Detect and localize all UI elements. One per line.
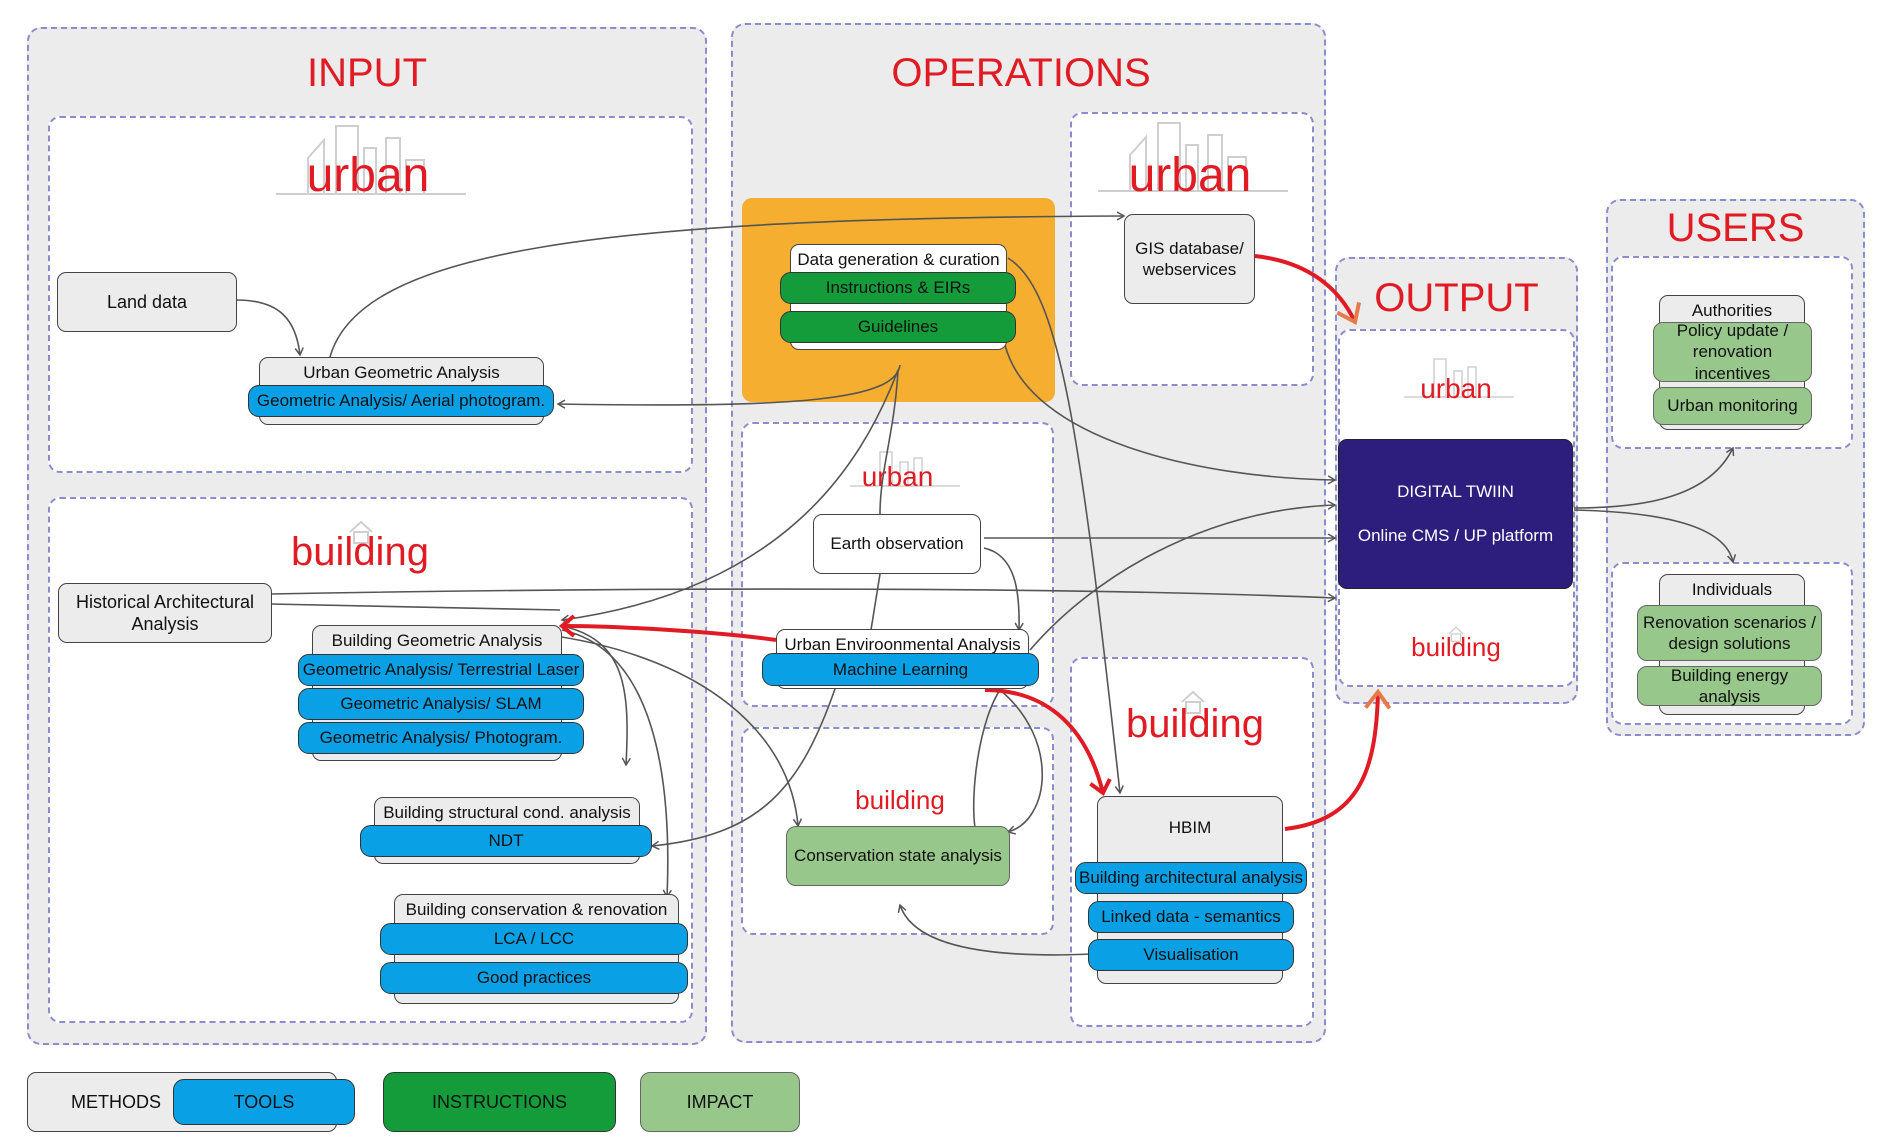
datagen-to-hbim	[1007, 257, 1124, 795]
datagen-to-twin	[1004, 344, 1337, 485]
earth-to-urban-env	[983, 547, 1024, 632]
energy-analysis-impact: Building energy analysis	[1637, 666, 1822, 706]
ops-urban-label: urban	[861, 461, 934, 492]
datagen-to-building-geo	[560, 369, 899, 624]
building-geo-to-structural	[561, 625, 631, 767]
land-to-urban-geo	[235, 299, 304, 357]
gis-to-output-red	[1254, 254, 1362, 326]
urban-env-to-structural	[650, 685, 837, 850]
urban-env-to-building-geo-red	[558, 614, 777, 642]
legend-tools: TOOLS	[173, 1079, 355, 1125]
input-heading: INPUT	[307, 51, 427, 95]
machine-learning-tool: Machine Learning	[762, 653, 1039, 686]
operations-heading: OPERATIONS	[891, 51, 1151, 95]
hbim-to-output-red	[1284, 688, 1392, 831]
datagen-to-urban-geo-tool	[556, 364, 901, 409]
hbim-building-label: building	[1126, 702, 1264, 746]
twin-to-individuals	[1573, 509, 1737, 564]
hbim-visualisation-tool: Visualisation	[1088, 939, 1294, 971]
earth-observation-box: Earth observation	[813, 514, 981, 574]
legend-instructions: INSTRUCTIONS	[383, 1072, 616, 1132]
users-heading: USERS	[1666, 206, 1805, 250]
earth-to-urbanenv-line	[869, 573, 881, 637]
structural-ndt-tool: NDT	[360, 825, 652, 857]
datagen-to-earth-obs	[879, 369, 899, 515]
digital-twin-title: DIGITAL TWIIN	[1397, 482, 1514, 501]
twin-to-authorities	[1573, 446, 1735, 509]
urban-geometric-tool: Geometric Analysis/ Aerial photogram.	[248, 385, 554, 417]
digital-twin-platform: Online CMS / UP platform	[1357, 526, 1554, 545]
urban-env-loop	[972, 689, 1001, 829]
building-geometric-tool-photogram: Geometric Analysis/ Photogram.	[298, 722, 584, 754]
policy-update-impact: Policy update / renovation incentives	[1653, 321, 1812, 383]
house-icon	[1448, 626, 1464, 642]
city-skyline-icon	[1098, 122, 1288, 192]
legend-methods-label: METHODS	[71, 1091, 161, 1112]
input-building-label: building	[291, 530, 429, 574]
gis-database-box: GIS database/ webservices	[1124, 214, 1255, 304]
hbim-to-consstate	[897, 903, 1093, 956]
historical-to-building-geo	[269, 603, 561, 611]
instructions-eirs: Instructions & EIRs	[780, 272, 1016, 304]
output-urban-label: urban	[1420, 373, 1492, 404]
conservation-state-box: Conservation state analysis	[786, 826, 1010, 886]
historical-analysis-box: Historical Architectural Analysis	[58, 583, 272, 643]
renovation-scenarios-impact: Renovation scenarios / design solutions	[1637, 605, 1822, 661]
gis-urban-label: urban	[1128, 149, 1252, 202]
urban-geo-to-gis	[329, 211, 1126, 358]
good-practices-tool: Good practices	[380, 962, 688, 994]
land-data-box: Land data	[57, 272, 237, 332]
city-skyline-icon	[850, 451, 960, 487]
digital-twin-box[interactable]: DIGITAL TWIIN Online CMS / UP platform	[1338, 439, 1573, 589]
building-geo-to-consstate	[561, 636, 803, 828]
lca-lcc-tool: LCA / LCC	[380, 923, 688, 955]
output-building-label: building	[1411, 632, 1501, 662]
legend-impact: IMPACT	[640, 1072, 800, 1132]
ops-building-label: building	[855, 785, 945, 815]
urban-env-to-twin	[1029, 500, 1337, 651]
urban-env-to-consstate	[999, 689, 1043, 835]
output-heading: OUTPUT	[1374, 276, 1539, 320]
house-icon	[1181, 690, 1205, 714]
input-urban-label: urban	[306, 149, 430, 202]
hbim-architectural-tool: Building architectural analysis	[1075, 862, 1307, 894]
city-skyline-icon	[1404, 358, 1514, 398]
urban-monitoring-impact: Urban monitoring	[1653, 387, 1812, 425]
city-skyline-icon	[276, 125, 466, 195]
building-geometric-tool-laser: Geometric Analysis/ Terrestrial Laser	[298, 654, 584, 686]
house-icon	[349, 520, 373, 544]
urban-env-to-hbim-red	[984, 688, 1112, 797]
historical-to-twin	[269, 588, 1337, 603]
building-geometric-tool-slam: Geometric Analysis/ SLAM	[298, 688, 584, 720]
hbim-linked-data-tool: Linked data - semantics	[1088, 901, 1294, 933]
guidelines: Guidelines	[780, 311, 1016, 343]
